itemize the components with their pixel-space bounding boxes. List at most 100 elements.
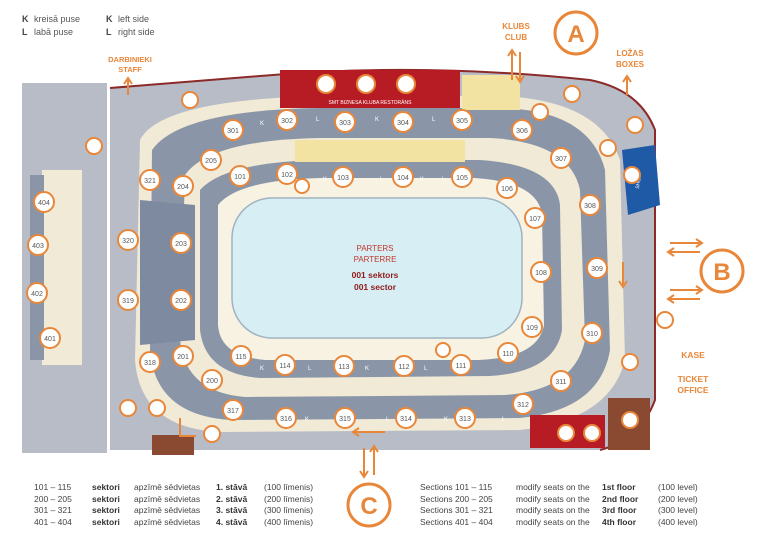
section-106[interactable]: 106 <box>496 177 518 199</box>
section-label: 106 <box>501 186 513 193</box>
section-label: 301 <box>227 128 239 135</box>
marker-k: K <box>365 366 369 372</box>
side-markers: K L K L K L K L K L K L K L K L <box>260 117 506 423</box>
stairs-icon <box>563 85 581 103</box>
marker-l: L <box>424 366 428 372</box>
entrance-b[interactable]: B <box>699 248 745 294</box>
section-108[interactable]: 108 <box>530 261 552 283</box>
section-315[interactable]: 315 <box>334 407 356 429</box>
section-label: 114 <box>279 363 290 370</box>
entrance-a[interactable]: A <box>553 10 599 56</box>
section-302[interactable]: 302 <box>276 109 298 131</box>
sector-label: 001 sector <box>354 282 397 292</box>
section-label: 309 <box>591 266 603 273</box>
range: Sections 200 – 205 <box>420 493 493 504</box>
marker-l: L <box>316 117 320 123</box>
range: Sections 301 – 321 <box>420 505 493 515</box>
floor: 1st floor <box>602 482 636 492</box>
section-305[interactable]: 305 <box>451 109 473 131</box>
cutlery-icon <box>316 74 336 94</box>
section-321[interactable]: 321 <box>139 169 161 191</box>
section-label: 306 <box>516 128 528 135</box>
floor: 1. stāvā <box>216 482 248 492</box>
section-114[interactable]: 114 <box>274 354 296 376</box>
marker-l: L <box>308 366 312 372</box>
section-304[interactable]: 304 <box>392 111 414 133</box>
range: Sections 401 – 404 <box>420 516 493 527</box>
money-icon <box>599 139 617 157</box>
section-113[interactable]: 113 <box>333 355 355 377</box>
section-115[interactable]: 115 <box>230 345 252 367</box>
section-404[interactable]: 404 <box>33 191 55 213</box>
section-307[interactable]: 307 <box>550 147 572 169</box>
legend-en: left side <box>118 14 150 24</box>
section-308[interactable]: 308 <box>579 194 601 216</box>
desc: modify seats on the <box>516 482 590 492</box>
cutlery-icon-bottom <box>557 424 575 442</box>
section-202[interactable]: 202 <box>170 289 192 311</box>
section-301[interactable]: 301 <box>222 119 244 141</box>
range: 101 – 115 <box>34 482 72 492</box>
section-320[interactable]: 320 <box>117 229 139 251</box>
section-101[interactable]: 101 <box>229 165 251 187</box>
section-103[interactable]: 103 <box>332 166 354 188</box>
section-317[interactable]: 317 <box>222 399 244 421</box>
level: (400 level) <box>658 516 698 527</box>
section-label: 318 <box>144 360 156 367</box>
legend-lv: labā puse <box>34 27 74 37</box>
section-201[interactable]: 201 <box>172 345 194 367</box>
section-label: 302 <box>281 118 293 125</box>
section-402[interactable]: 402 <box>26 282 48 304</box>
section-311[interactable]: 311 <box>550 370 572 392</box>
entrance-c-label: C <box>360 493 377 520</box>
section-306[interactable]: 306 <box>511 119 533 141</box>
word: sektori <box>92 516 120 527</box>
entrance-c[interactable]: C <box>346 482 392 528</box>
arrow-down-right <box>618 262 628 289</box>
restaurant-label: SMT BIZNESA KLUBA RESTORĀNS <box>329 99 413 106</box>
section-109[interactable]: 109 <box>521 316 543 338</box>
lozas-label: LOŽAS <box>616 49 644 58</box>
cloakroom-icon <box>531 103 549 121</box>
section-203[interactable]: 203 <box>170 232 192 254</box>
cloakroom-icon <box>203 425 221 443</box>
section-102[interactable]: 102 <box>276 163 298 185</box>
section-104[interactable]: 104 <box>392 166 414 188</box>
section-309[interactable]: 309 <box>586 257 608 279</box>
floor: 3rd floor <box>602 505 637 515</box>
section-204[interactable]: 204 <box>172 175 194 197</box>
section-label: 200 <box>206 378 218 385</box>
section-200[interactable]: 200 <box>201 369 223 391</box>
level: (100 līmenis) <box>264 482 314 492</box>
section-312[interactable]: 312 <box>512 393 534 415</box>
level: (300 līmenis) <box>264 505 314 515</box>
section-303[interactable]: 303 <box>334 111 356 133</box>
section-110[interactable]: 110 <box>497 342 519 364</box>
section-107[interactable]: 107 <box>524 207 546 229</box>
section-401[interactable]: 401 <box>39 327 61 349</box>
sections-100: 101 102 103 104 105 106 107 108 109 110 … <box>229 163 552 377</box>
section-label: 205 <box>205 158 217 165</box>
section-314[interactable]: 314 <box>395 407 417 429</box>
range: 200 – 205 <box>34 493 72 504</box>
section-label: 308 <box>584 203 596 210</box>
section-313[interactable]: 313 <box>454 407 476 429</box>
section-205[interactable]: 205 <box>200 149 222 171</box>
section-label: 113 <box>338 364 349 371</box>
arrow-up-club <box>507 48 517 80</box>
section-318[interactable]: 318 <box>139 351 161 373</box>
section-112[interactable]: 112 <box>393 355 415 377</box>
section-319[interactable]: 319 <box>117 289 139 311</box>
section-310[interactable]: 310 <box>581 322 603 344</box>
section-316[interactable]: 316 <box>275 407 297 429</box>
section-105[interactable]: 105 <box>451 166 473 188</box>
section-403[interactable]: 403 <box>27 234 49 256</box>
section-402-label: 402 <box>31 291 43 298</box>
section-111[interactable]: 111 <box>450 354 472 376</box>
level: (400 līmenis) <box>264 516 314 527</box>
